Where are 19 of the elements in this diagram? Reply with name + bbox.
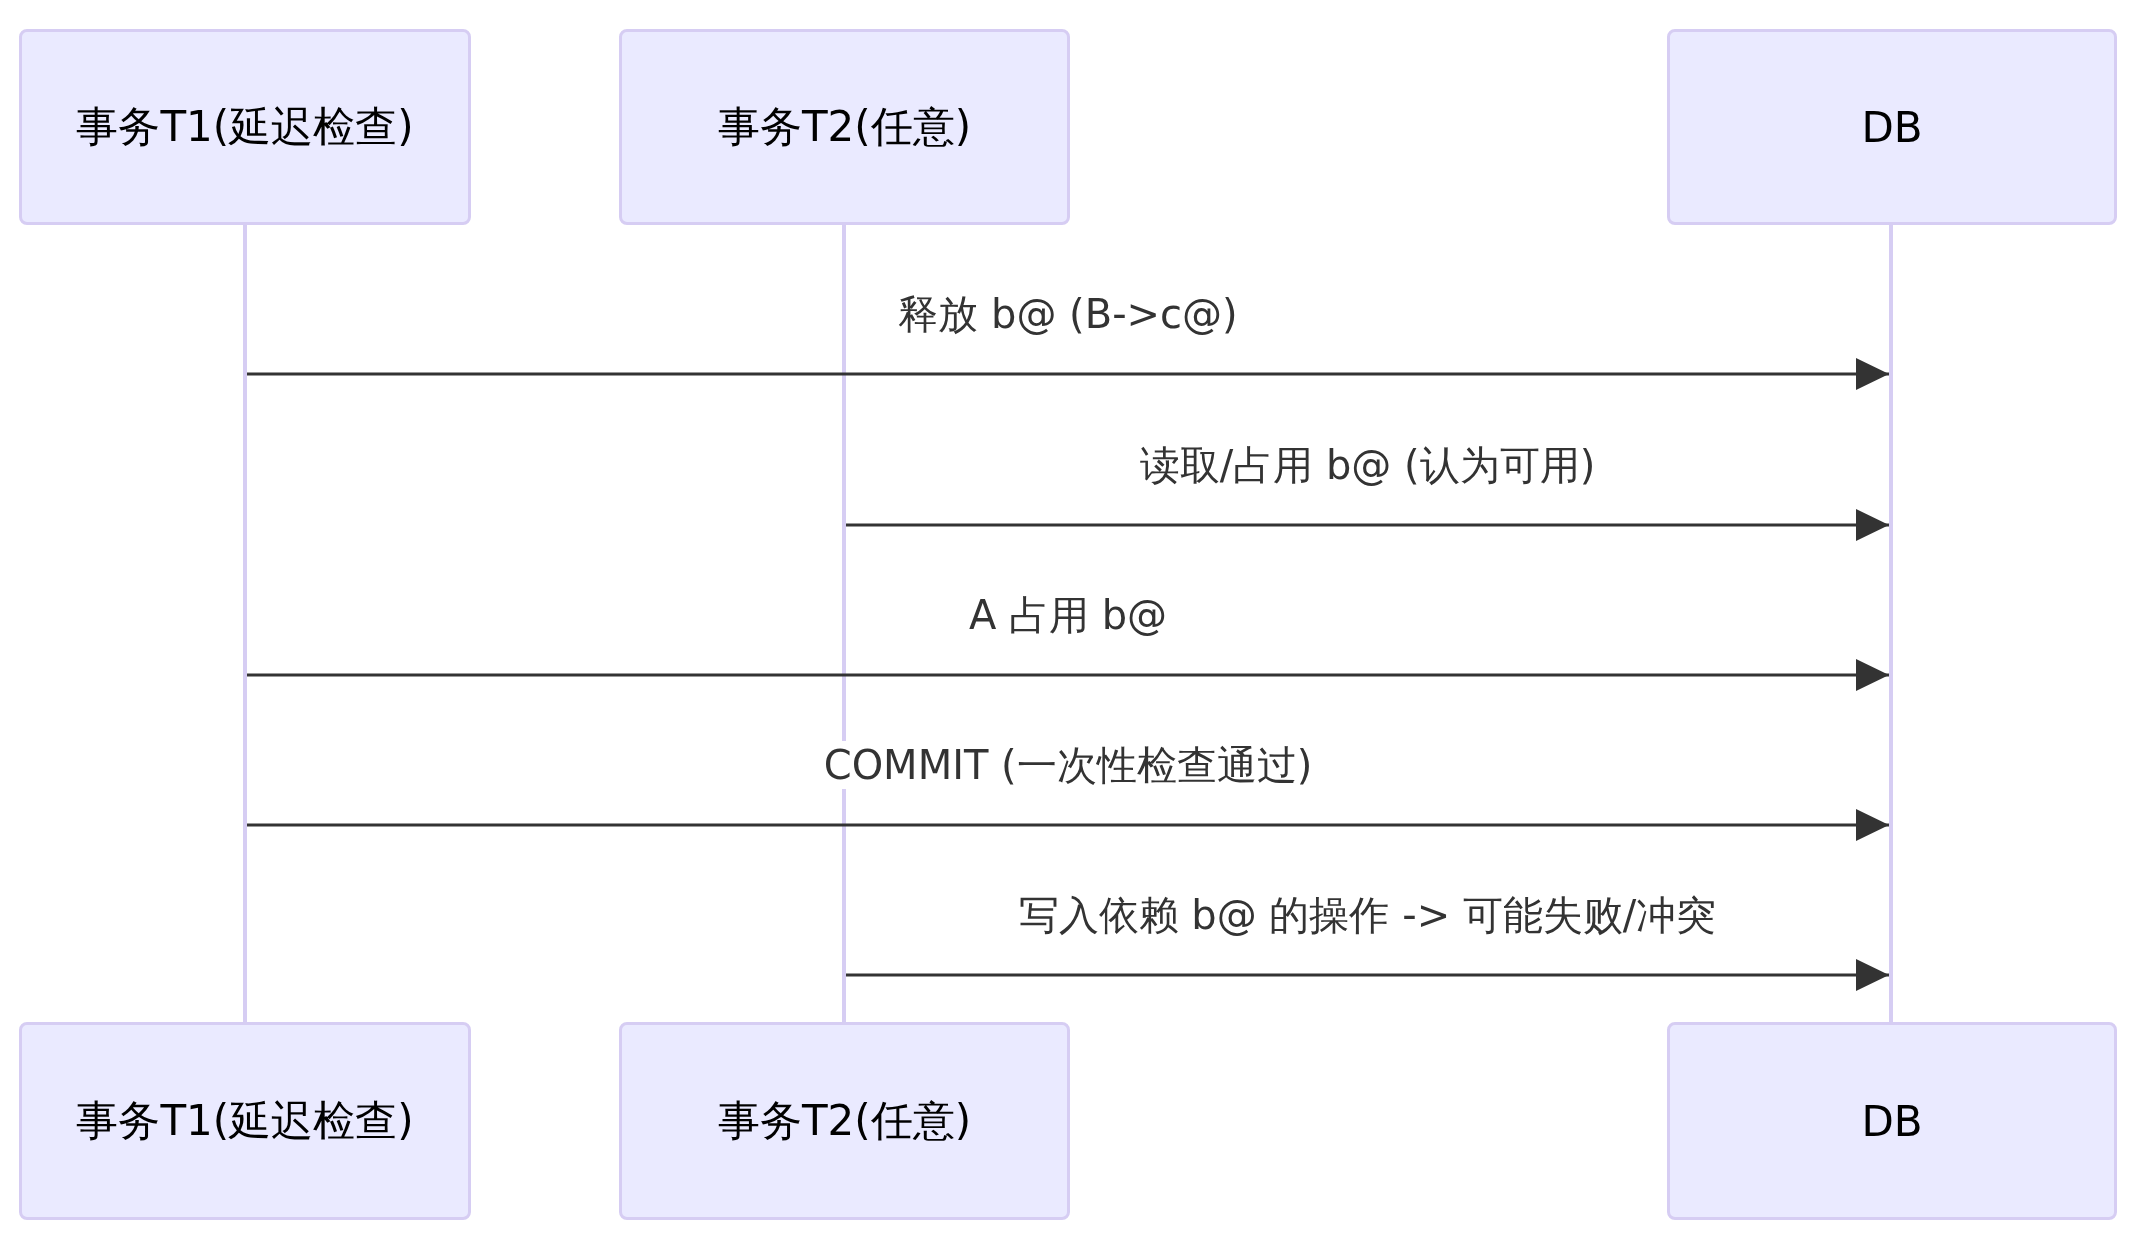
message-arrow	[846, 959, 1889, 991]
message-arrow	[247, 358, 1889, 390]
participant-box	[19, 1022, 471, 1220]
participant-label: 事务T1(延迟检查)	[76, 1095, 414, 1147]
message-arrow	[846, 509, 1889, 541]
message-arrow	[247, 659, 1889, 691]
participant-box	[619, 1022, 1070, 1220]
participant-label: DB	[1861, 102, 1923, 152]
participant-box	[619, 29, 1070, 225]
participant-box	[1667, 1022, 2117, 1220]
participant-label: 事务T1(延迟检查)	[76, 101, 414, 153]
message-arrow	[247, 809, 1889, 841]
participant-box	[19, 29, 471, 225]
participant-label: 事务T2(任意)	[717, 101, 972, 153]
participant-box	[1667, 29, 2117, 225]
participant-label: DB	[1861, 1096, 1923, 1146]
lifeline	[243, 225, 247, 1022]
participant-label: 事务T2(任意)	[717, 1095, 972, 1147]
lifeline	[1889, 225, 1893, 1022]
